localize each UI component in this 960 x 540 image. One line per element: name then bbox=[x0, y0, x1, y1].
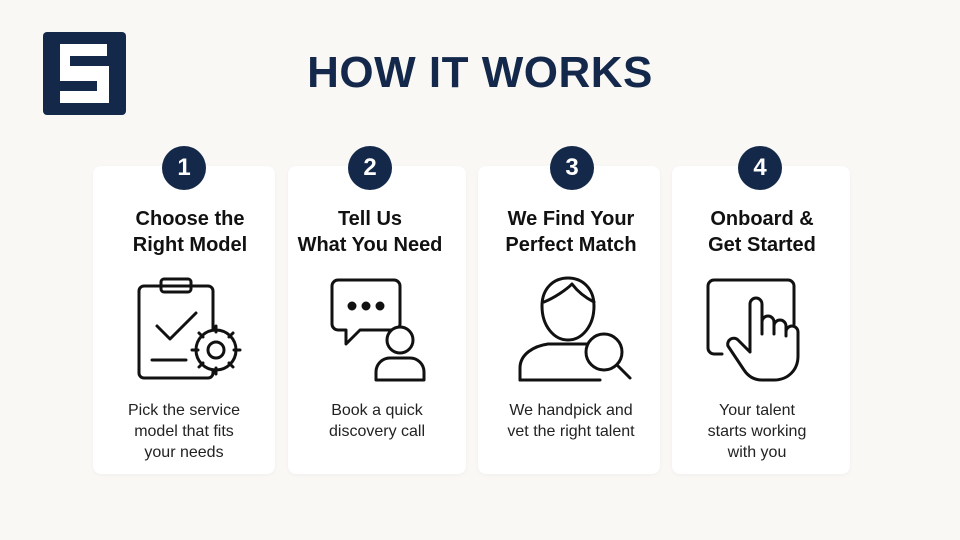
step-description-line: vet the right talent bbox=[507, 423, 635, 440]
step-title: Tell Us What You Need bbox=[282, 206, 458, 258]
step-number-badge: 3 bbox=[550, 146, 594, 190]
step-title: Choose the Right Model bbox=[93, 206, 287, 258]
step-card-2 bbox=[288, 166, 466, 474]
clipboard-gear-icon bbox=[137, 277, 242, 380]
step-title: Onboard & Get Started bbox=[665, 206, 859, 258]
step-title-line: Onboard & bbox=[710, 208, 814, 230]
step-description: Your talent starts working with you bbox=[672, 400, 842, 463]
step-title-line: Get Started bbox=[708, 234, 816, 256]
step-description-line: starts working bbox=[707, 423, 807, 440]
step-description-line: We handpick and bbox=[509, 402, 633, 419]
step-card-3 bbox=[478, 166, 660, 474]
step-description: We handpick and vet the right talent bbox=[480, 400, 662, 442]
step-description-line: discovery call bbox=[328, 423, 426, 440]
step-description-line: model that fits bbox=[134, 423, 234, 440]
step-title-line: What You Need bbox=[297, 234, 443, 256]
step-title: We Find Your Perfect Match bbox=[474, 206, 668, 258]
s-logo-icon bbox=[60, 44, 109, 103]
company-logo bbox=[43, 32, 126, 115]
step-number-badge: 1 bbox=[162, 146, 206, 190]
hand-pointer-icon bbox=[706, 278, 800, 382]
step-description-line: Your talent bbox=[719, 402, 795, 419]
step-description: Pick the service model that fits your ne… bbox=[93, 400, 275, 463]
chat-person-icon bbox=[330, 278, 426, 382]
step-title-line: Perfect Match bbox=[505, 234, 637, 256]
step-title-line: Choose the bbox=[135, 208, 245, 230]
step-number-badge: 4 bbox=[738, 146, 782, 190]
step-card-1 bbox=[93, 166, 275, 474]
person-search-icon bbox=[518, 276, 632, 382]
step-title-line: We Find Your bbox=[507, 208, 635, 230]
step-number-badge: 2 bbox=[348, 146, 392, 190]
step-description: Book a quick discovery call bbox=[288, 400, 466, 442]
step-title-line: Right Model bbox=[132, 234, 248, 256]
step-description-line: Pick the service bbox=[127, 402, 241, 419]
step-title-line: Tell Us bbox=[337, 208, 403, 230]
step-description-line: your needs bbox=[144, 444, 224, 461]
page-title: HOW IT WORKS bbox=[307, 48, 653, 97]
step-description-line: with you bbox=[727, 444, 787, 461]
step-description-line: Book a quick bbox=[331, 402, 423, 419]
